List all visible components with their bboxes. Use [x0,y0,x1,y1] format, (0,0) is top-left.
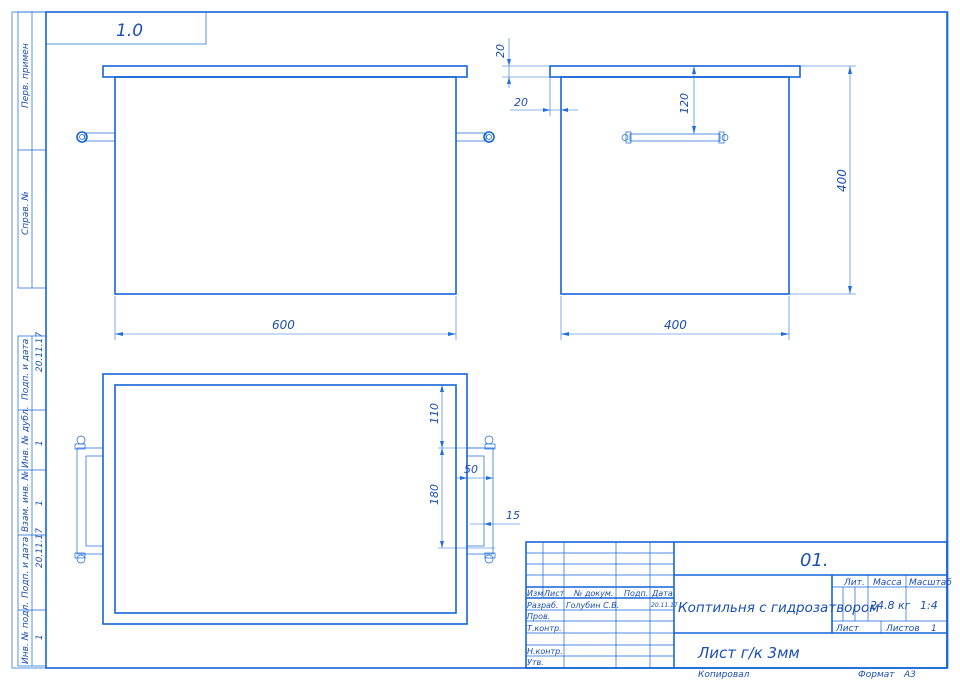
title-block [525,541,948,669]
side-label: Инв. № дубл. [21,406,31,468]
dim-label: 15 [506,509,520,522]
format-label: Формат [858,670,895,680]
corner-code: 1.0 [116,21,143,41]
copied-label: Копировал [698,670,750,680]
side-value: 20.11.17 [35,528,45,568]
side-label: Подп. и дата [21,339,31,400]
drawing-title: Коптильня с гидрозатвором [678,600,879,616]
role-cell: Пров. [527,612,550,621]
dim-side: 400 400 120 20 20 [494,38,856,340]
dim-top: 110 180 50 15 [428,385,520,549]
header-cell: Дата [651,589,673,598]
dim-label: 20 [494,44,507,58]
top-view [74,373,496,625]
dim-label: 120 [678,93,691,114]
side-stamp-labels: Перв. примен Справ. № Подп. и дата Инв. … [21,43,45,664]
header-cell: Лист [543,589,565,598]
col-label: Масштаб [909,578,952,588]
role-cell: Н.контр. [527,647,563,656]
side-value: 1 [35,440,45,446]
side-value: 20.11.17 [35,332,45,372]
mass-value: 24.8 кг [870,599,911,612]
dim-label: 180 [428,484,441,505]
dim-label: 400 [664,318,687,332]
scale-value: 1:4 [920,599,938,612]
side-view [549,65,801,295]
sheet-frame [11,11,949,669]
dim-label: 20 [514,96,528,109]
side-label: Взам. инв. № [21,471,31,532]
dim-label: 600 [272,318,295,332]
title-block-text: 01. Коптильня с гидрозатвором Лист г/к 3… [527,550,952,680]
header-cell: Подп. [624,589,648,598]
role-cell: Утв. [527,658,544,667]
dim-label: 110 [428,403,441,424]
format-value: А3 [903,670,916,680]
doc-number: 01. [800,550,829,571]
col-label: Масса [873,578,902,588]
side-label: Перв. примен [21,43,31,108]
role-cell: Разраб. [527,601,558,610]
sheets-label: Листов [885,624,920,634]
dim-front-width: 600 [114,296,457,340]
side-label: Инв. № подл. [21,602,31,664]
dim-label: 50 [464,463,478,476]
sheet-label: Лист [835,624,860,634]
role-cell: Т.контр. [527,624,562,633]
sheets-count: 1 [931,624,937,634]
side-label: Справ. № [21,191,31,235]
developer-date: 20.11.17 [651,602,678,609]
developer-name: Голубин С.В. [566,601,619,610]
col-label: Лит. [843,578,865,588]
material-label: Лист г/к 3мм [697,644,800,662]
side-value: 1 [35,500,45,506]
dim-label: 400 [835,169,849,192]
side-value: 1 [35,634,45,640]
front-view [76,65,495,295]
header-cell: № докум. [573,589,613,598]
side-label: Подп. и дата [21,537,31,598]
header-cell: Изм [527,589,543,598]
